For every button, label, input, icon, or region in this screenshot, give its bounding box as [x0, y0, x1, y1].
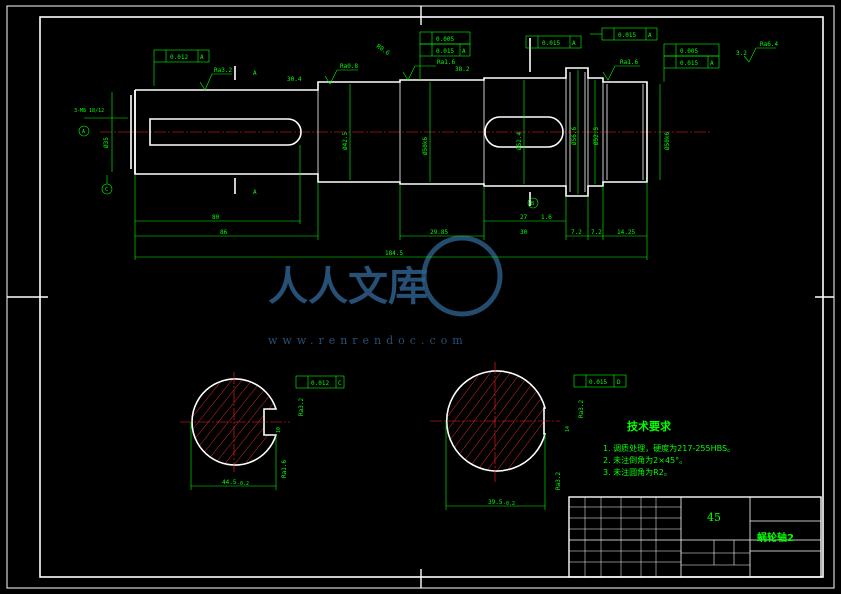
tech-req-line-2: 2. 未注倒角为2×45°。 — [603, 455, 687, 465]
tol-runout-center-datum: A — [572, 40, 576, 47]
dim-sec-a-tol: -0.2 — [237, 481, 249, 487]
dim-30: 30 — [520, 229, 528, 236]
dim-184-5: 184.5 — [385, 250, 403, 257]
ra-r15: Ra6.4 — [760, 41, 778, 48]
tol-runout-mid: 0.015 — [436, 48, 454, 55]
ra-r8: 3.2 — [736, 50, 747, 57]
dimension-lines — [111, 70, 661, 260]
tol-runout-right-top: 0.015 — [618, 32, 636, 39]
tolerance-frames — [153, 27, 720, 86]
material: 45 — [707, 511, 721, 524]
ra-r10: Ra1.6 — [281, 460, 288, 478]
dim-14-25: 14.25 — [617, 229, 635, 236]
dia-s2: Ø42.5 — [342, 132, 349, 150]
tol-runout-mid-datum: A — [462, 48, 466, 55]
ra-r9: Ra3.2 — [298, 398, 305, 416]
dia-s6: Ø52.5 — [593, 127, 600, 145]
keyw-b: 14 — [565, 426, 571, 432]
tol-runout-center: 0.015 — [542, 40, 560, 47]
ra-r11: Ra3.2 — [578, 400, 585, 418]
section-right — [430, 362, 627, 510]
svg-text:www.renrendoc.com: www.renrendoc.com — [268, 334, 468, 347]
dim-7-2b: 7.2 — [591, 229, 602, 236]
dia-s5: Ø56.6 — [571, 127, 578, 145]
dia-left: Ø35 — [103, 137, 110, 148]
dim-80: 80 — [212, 214, 220, 221]
section-left — [180, 372, 345, 490]
dim-sec-b-tol: -0.2 — [503, 501, 515, 507]
roughness-symbols — [199, 47, 776, 91]
title-block — [568, 496, 822, 578]
tol-cyl-mid: 0.005 — [436, 36, 454, 43]
tol-runout-right: 0.015 — [680, 60, 698, 67]
tol-runout-left-datum: A — [200, 54, 204, 61]
section-label-top: A — [253, 70, 257, 77]
chamfer-c: 38.2 — [455, 66, 470, 73]
centering-marks — [7, 6, 834, 588]
tol-runout-right-top-datum: A — [648, 32, 652, 39]
dim-1-6: 1.6 — [541, 214, 552, 221]
dia-s4: Ø52.4 — [516, 132, 523, 150]
watermark: 人人文库 www.renrendoc.com — [268, 235, 503, 347]
chamfer-b: 30.4 — [287, 76, 302, 83]
tol-sym-left-datum: C — [338, 380, 342, 387]
section-label-bottom: A — [253, 189, 257, 196]
shaft-main-view — [100, 38, 712, 206]
ra-r12: Ra3.2 — [555, 472, 562, 490]
ra-r2: Ra0.8 — [340, 63, 358, 70]
svg-text:人人文库: 人人文库 — [268, 263, 428, 310]
tol-runout-right-datum: A — [710, 60, 714, 67]
tech-req-title: 技术要求 — [627, 419, 672, 433]
ra-r3: Ra1.6 — [437, 59, 455, 66]
ra-r1: Ra3.2 — [214, 67, 232, 74]
datum-markers — [78, 117, 539, 209]
tol-sym-right-datum: D — [617, 379, 621, 386]
dim-sec-a: 44.5 — [222, 479, 237, 486]
thread-note: 3-M8 18/12 — [74, 108, 104, 114]
tol-sym-left: 0.012 — [311, 380, 329, 387]
tol-cyl-right: 0.005 — [680, 48, 698, 55]
keyw-a: 10 — [276, 427, 282, 433]
dim-sec-b: 39.5 — [488, 499, 503, 506]
ra-r7: Ra1.6 — [620, 59, 638, 66]
tech-req-line-3: 3. 未注圆角为R2。 — [603, 467, 672, 477]
chamfer-a: R0.6 — [375, 43, 391, 57]
keyway-center — [484, 116, 564, 148]
tol-sym-right: 0.015 — [589, 379, 607, 386]
dia-s7: Ø50k6 — [664, 132, 671, 150]
part-name: 蜗轮轴2 — [757, 531, 794, 544]
datum-b: B — [531, 201, 534, 207]
dim-27: 27 — [520, 214, 528, 221]
tech-req-line-1: 1. 调质处理，硬度为217-255HBS。 — [603, 443, 735, 453]
dim-86: 86 — [220, 229, 228, 236]
dim-29-85: 29.85 — [430, 229, 448, 236]
datum-c: C — [105, 187, 108, 193]
tol-runout-left: 0.012 — [170, 54, 188, 61]
dim-7-2a: 7.2 — [571, 229, 582, 236]
datum-a: A — [82, 129, 85, 135]
dia-s3: Ø50k6 — [422, 137, 429, 155]
keyway-left — [149, 118, 302, 146]
